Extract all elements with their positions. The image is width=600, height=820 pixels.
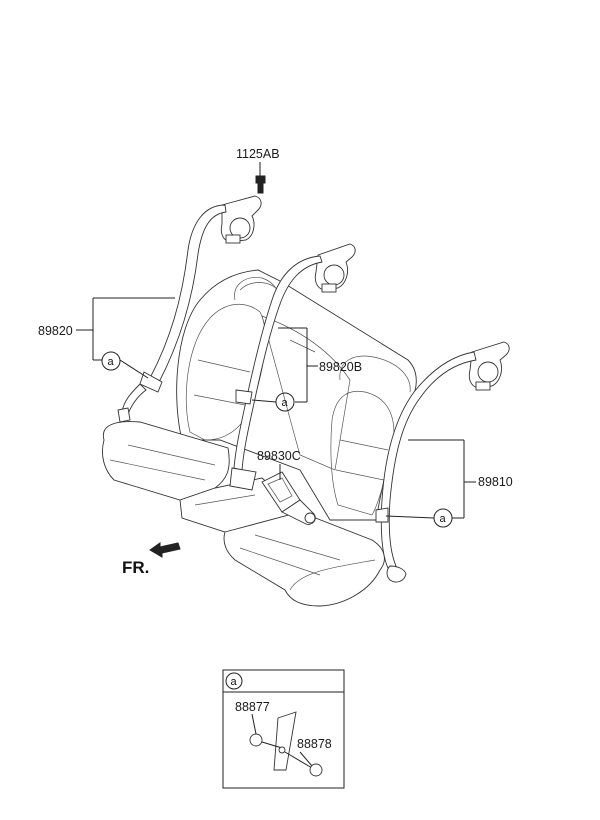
right-webbing [380,351,477,569]
svg-text:a: a [440,513,447,525]
center-latch-plate [229,467,257,491]
front-direction-indicator: FR. [122,542,181,577]
seat-cushion-right [223,511,385,607]
center-buckle [261,471,316,525]
right-belt-leader [385,439,476,519]
right-seat-belt [375,341,510,583]
ref-marker-a-right: a [433,508,453,528]
detail-trim-strip [273,711,297,771]
label-left-belt: 89820 [38,324,73,338]
rear-seat-assembly [102,269,417,607]
svg-text:a: a [282,397,289,409]
right-lower-anchor [386,565,407,583]
ref-marker-a-center: a [275,392,295,412]
left-lower-anchor [139,371,163,393]
label-detail-cover: 88878 [297,737,332,751]
label-direction: FR. [122,558,149,577]
left-seat-belt [117,195,262,423]
left-belt-leader [76,297,175,379]
detail-cover-part [309,763,323,777]
detail-box-a: a 88877 88878 [222,669,345,789]
detail-cap-part [249,733,263,747]
center-seat-belt [229,243,356,491]
label-buckle: 89830C [257,449,301,463]
bolt-1125ab [255,162,266,194]
label-right-belt: 89810 [478,475,513,489]
front-arrow-icon [149,542,181,558]
label-detail-cap: 88877 [235,700,270,714]
center-belt-leader [251,327,318,403]
label-center-belt: 89820B [319,360,362,374]
detail-box-marker: a [231,676,238,688]
ref-marker-a-left: a [101,351,121,371]
seat-back-center-cushion [261,315,351,471]
svg-text:a: a [108,356,115,368]
label-bolt: 1125AB [236,147,280,161]
seat-cushion-left [102,421,230,501]
